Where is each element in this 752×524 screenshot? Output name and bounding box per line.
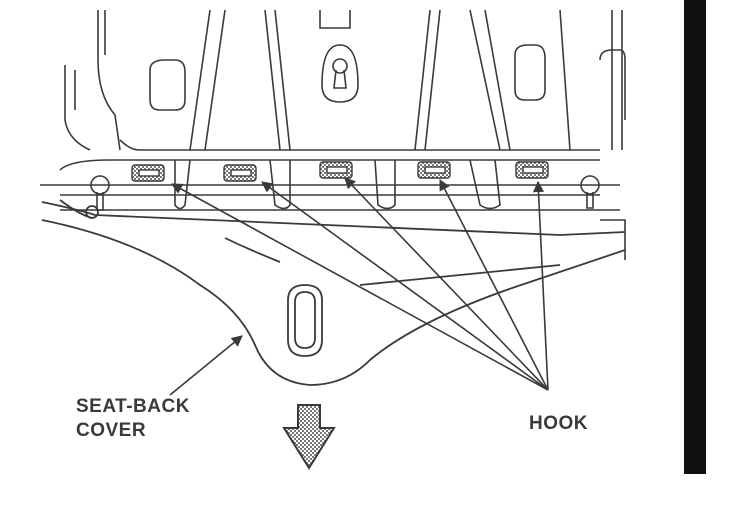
arrowhead-icon — [532, 180, 549, 391]
seat-back-cover — [41, 199, 626, 386]
arrowhead-icon — [171, 183, 549, 391]
arrowhead-icon — [169, 335, 243, 396]
seat-back-cover-label-line1: SEAT-BACK — [76, 396, 190, 417]
hook-clips — [131, 161, 549, 182]
seat-frame — [40, 9, 626, 260]
hook-clip — [131, 164, 165, 182]
down-arrow-icon — [282, 404, 336, 470]
seat-back-cover-label-line2: COVER — [76, 420, 147, 441]
arrowhead-icon — [439, 179, 549, 391]
side-bar — [684, 0, 706, 474]
hook-label: HOOK — [529, 413, 588, 434]
hook-clip — [515, 161, 549, 179]
hook-callout-arrows — [169, 177, 549, 396]
arrowhead-icon — [344, 177, 549, 391]
hook-clip — [319, 161, 353, 179]
hook-clip — [417, 161, 451, 179]
arrowhead-icon — [261, 181, 549, 391]
hook-clip — [223, 164, 257, 182]
